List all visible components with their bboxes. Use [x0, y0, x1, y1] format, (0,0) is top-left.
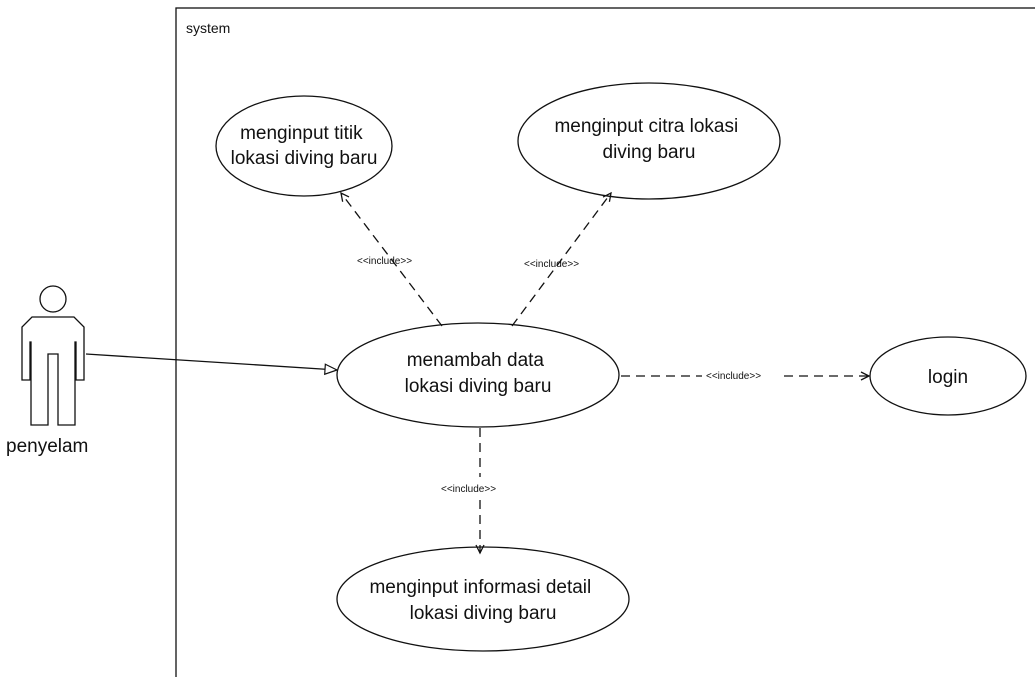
actor-body	[21, 316, 85, 426]
svg-text:menginput citra lokasi d: menginput citra lokasi diving baru	[554, 116, 743, 163]
use-case-login: login	[869, 336, 1027, 416]
use-case-tambah-line-2: lokasi diving baru	[405, 376, 552, 397]
use-case-detail-line-2: lokasi diving baru	[410, 603, 557, 624]
association-line	[85, 353, 339, 376]
use-case-login-line-1: login	[928, 367, 968, 388]
svg-text:menginput informasi detail: menginput informasi detail lokasi diving…	[369, 577, 596, 624]
use-case-titik-line-1: menginput titik	[240, 123, 363, 144]
svg-text:menginput titik lokasi d: menginput titik lokasi diving baru	[231, 123, 378, 169]
include-arrow-citra	[511, 191, 612, 327]
actor-head	[39, 285, 67, 313]
use-case-titik-line-2: lokasi diving baru	[231, 148, 378, 169]
system-boundary	[175, 7, 1035, 677]
svg-text:login: login	[928, 367, 968, 388]
include-label-titik: <<include>>	[357, 256, 412, 267]
actor-name: penyelam	[6, 436, 88, 457]
use-case-detail: menginput informasi detail lokasi diving…	[336, 546, 630, 652]
include-label-detail: <<include>>	[441, 484, 496, 495]
include-arrow-titik	[340, 191, 443, 327]
use-case-citra-line-2: diving baru	[603, 142, 696, 163]
use-case-tambah: menambah data lokasi diving baru	[336, 322, 620, 428]
include-label-citra: <<include>>	[524, 259, 579, 270]
use-case-detail-line-1: menginput informasi detail	[369, 577, 591, 598]
use-case-tambah-line-1: menambah data	[407, 350, 545, 371]
include-label-login: <<include>>	[706, 371, 761, 382]
use-case-citra: menginput citra lokasi diving baru	[517, 82, 781, 200]
use-case-titik: menginput titik lokasi diving baru	[215, 95, 393, 197]
use-case-citra-line-1: menginput citra lokasi	[554, 116, 738, 137]
svg-text:menambah data lokasi div: menambah data lokasi diving baru	[405, 350, 552, 397]
system-label: system	[186, 20, 230, 36]
actor-penyelam	[21, 285, 85, 426]
